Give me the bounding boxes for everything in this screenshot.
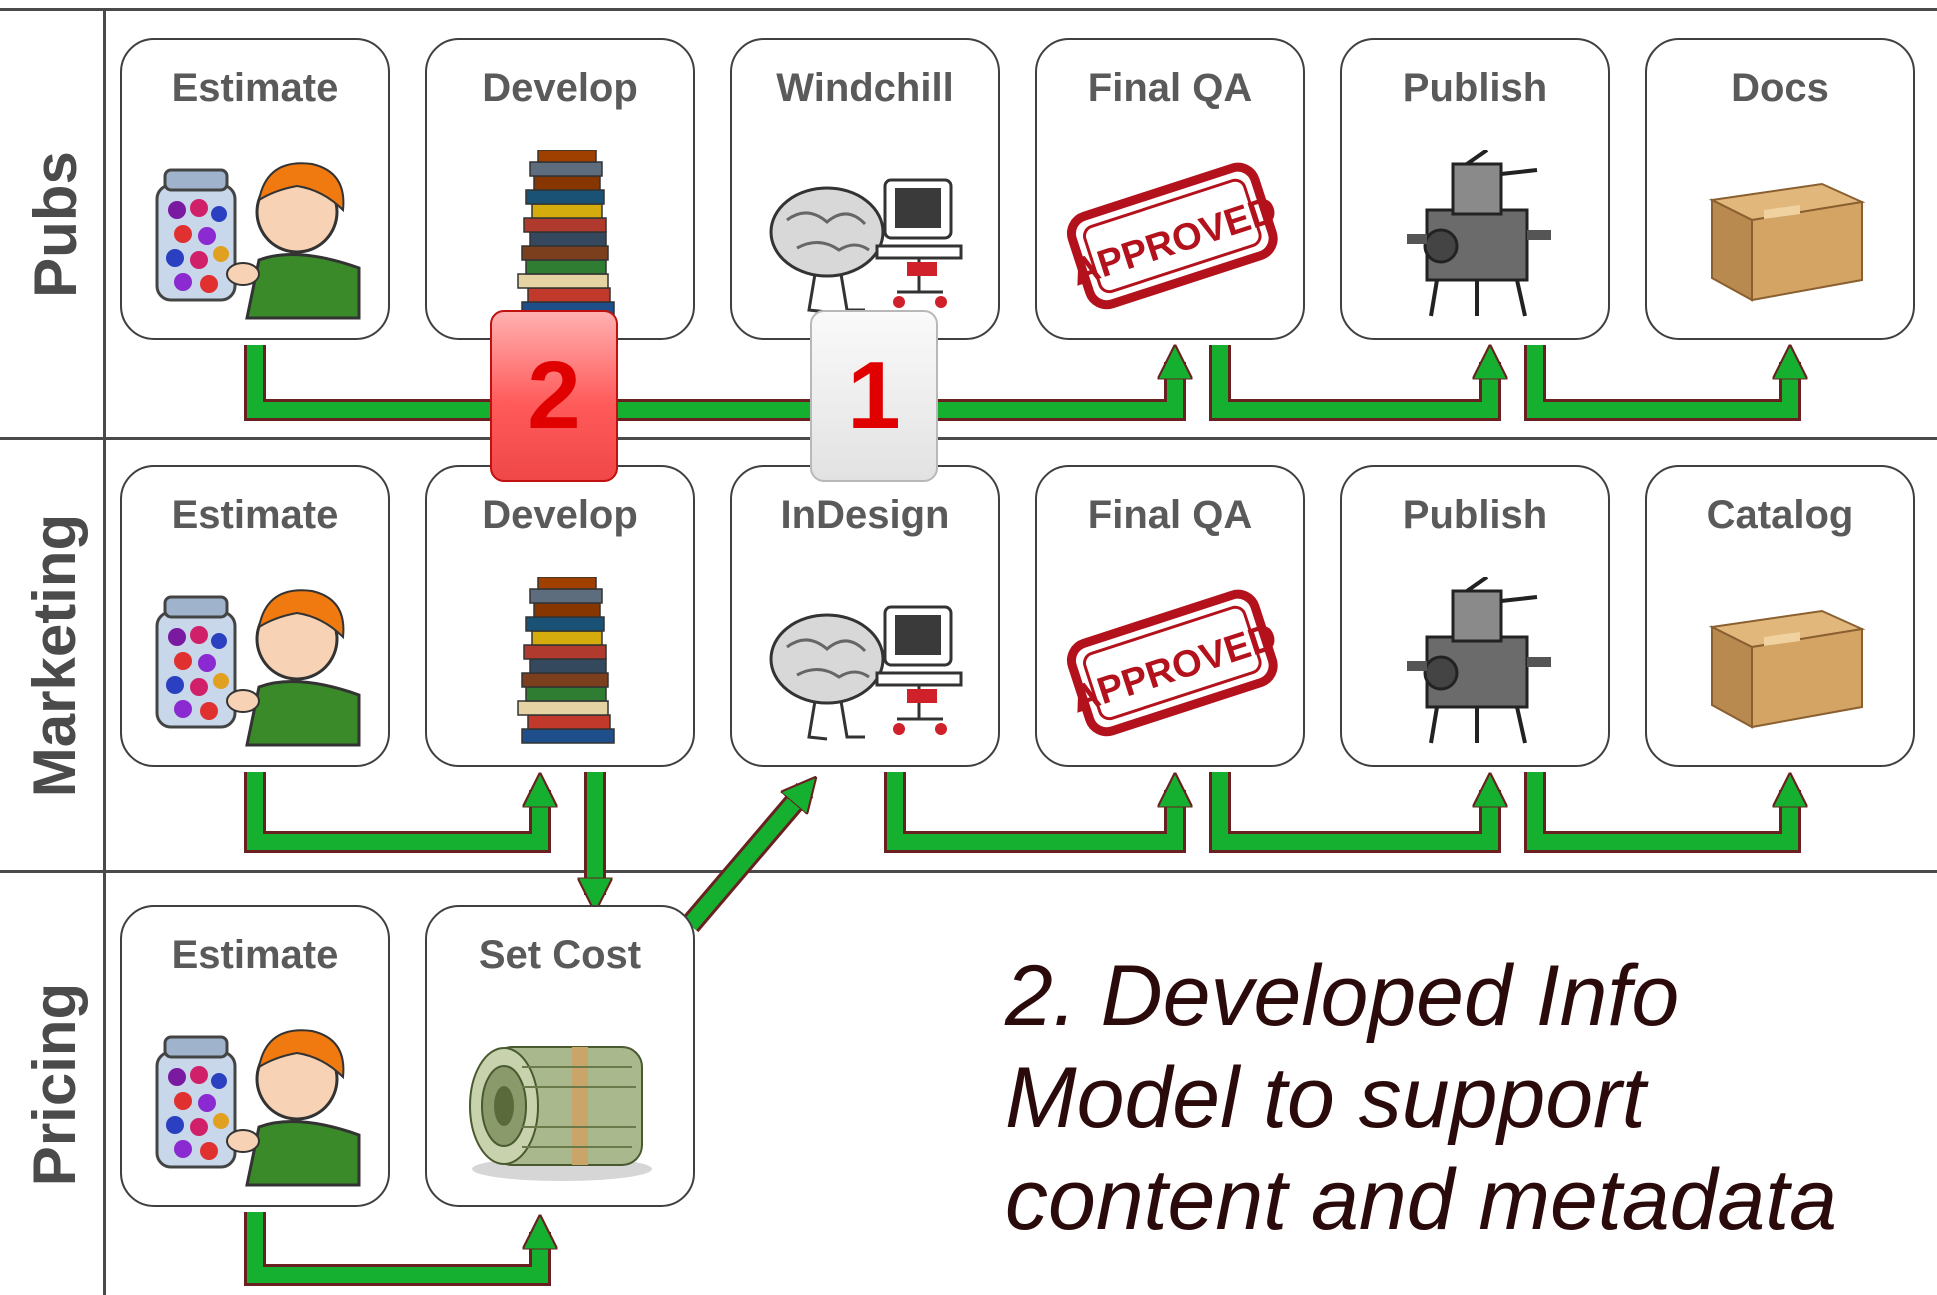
arrow-pubs-publish-to-docs	[1527, 345, 1790, 418]
book-stack-icon	[517, 577, 615, 744]
step-card-marketing-estimate: Estimate	[120, 465, 390, 767]
arrow-outline-marketing-estimate-to-develop	[244, 772, 551, 853]
arrow-marketing-indesign-to-final-qa	[887, 772, 1175, 850]
money-roll-icon	[469, 1046, 652, 1181]
label-column-divider	[103, 8, 106, 1295]
arrow-marketing-publish-to-catalog	[1527, 772, 1790, 850]
step-title: Develop	[482, 493, 638, 537]
printing-press-icon	[1407, 577, 1551, 744]
step-title: Estimate	[171, 66, 339, 110]
candy-jar-thinker-icon	[155, 589, 361, 747]
step-card-marketing-final-qa: Final QA APPROVED	[1035, 465, 1305, 767]
caption-line-1: 2. Developed Info	[1005, 948, 1680, 1044]
candy-jar-thinker-icon	[155, 162, 361, 320]
step-card-pubs-final-qa: Final QA APPROVED	[1035, 38, 1305, 340]
arrow-outline-pubs-final-qa-to-publish	[1209, 345, 1501, 421]
step-badge-1: 1	[810, 310, 938, 482]
step-card-pubs-windchill: Windchill	[730, 38, 1000, 340]
lane-divider-2	[0, 870, 1937, 873]
arrow-pubs-final-qa-to-publish	[1212, 345, 1490, 418]
arrow-outline-pricing-estimate-to-set-cost	[244, 1212, 551, 1286]
arrow-marketing-final-qa-to-publish	[1212, 772, 1490, 850]
step-card-pricing-set-cost: Set Cost	[425, 905, 695, 1207]
step-title: Publish	[1402, 493, 1548, 537]
arrow-outline-marketing-publish-to-catalog	[1524, 772, 1801, 853]
step-card-pricing-estimate: Estimate	[120, 905, 390, 1207]
arrow-marketing-estimate-to-develop	[247, 772, 540, 850]
arrow-pubs-estimate-to-final-qa	[247, 345, 1175, 418]
step-title: Set Cost	[478, 933, 642, 977]
step-card-pubs-publish: Publish	[1340, 38, 1610, 340]
step-card-pubs-develop: Develop	[425, 38, 695, 340]
caption: 2. Developed Info Model to support conte…	[1005, 945, 1885, 1251]
step-title: Develop	[482, 66, 638, 110]
arrow-set-cost-to-indesign	[683, 790, 805, 931]
step-title: Final QA	[1087, 66, 1253, 110]
arrow-outline-pubs-estimate-to-final-qa	[244, 345, 1186, 421]
step-title: Estimate	[171, 933, 339, 977]
caption-line-3: content and metadata	[1005, 1152, 1837, 1248]
step-card-marketing-develop: Develop	[425, 465, 695, 767]
step-card-pubs-estimate: Estimate	[120, 38, 390, 340]
step-title: Final QA	[1087, 493, 1253, 537]
arrow-outline-marketing-indesign-to-final-qa	[884, 772, 1186, 853]
cardboard-box-icon	[1708, 609, 1866, 729]
cardboard-box-icon	[1708, 182, 1866, 302]
step-title: Windchill	[776, 66, 954, 110]
step-card-pubs-docs: Docs	[1645, 38, 1915, 340]
book-stack-icon	[517, 150, 615, 317]
step-card-marketing-catalog: Catalog	[1645, 465, 1915, 767]
lane-divider-1	[0, 437, 1937, 440]
top-border	[0, 8, 1937, 11]
caption-line-2: Model to support	[1005, 1050, 1646, 1146]
stamp-text: APPROVED	[1066, 189, 1282, 295]
step-title: InDesign	[780, 493, 950, 537]
step-title: Catalog	[1706, 493, 1854, 537]
printing-press-icon	[1407, 150, 1551, 317]
step-title: Estimate	[171, 493, 339, 537]
approved-stamp-icon: APPROVED	[1066, 162, 1282, 310]
step-card-marketing-indesign: InDesign	[730, 465, 1000, 767]
step-card-marketing-publish: Publish	[1340, 465, 1610, 767]
brain-computer-icon	[769, 178, 963, 314]
approved-stamp-icon: APPROVED	[1066, 589, 1282, 737]
step-title: Publish	[1402, 66, 1548, 110]
arrow-outline-marketing-final-qa-to-publish	[1209, 772, 1501, 853]
stamp-text: APPROVED	[1066, 616, 1282, 722]
arrow-pricing-estimate-to-set-cost	[247, 1212, 540, 1283]
step-title: Docs	[1731, 66, 1829, 110]
candy-jar-thinker-icon	[155, 1029, 361, 1187]
brain-computer-icon	[769, 605, 963, 741]
step-badge-2: 2	[490, 310, 618, 482]
arrow-outline-pubs-publish-to-docs	[1524, 345, 1801, 421]
